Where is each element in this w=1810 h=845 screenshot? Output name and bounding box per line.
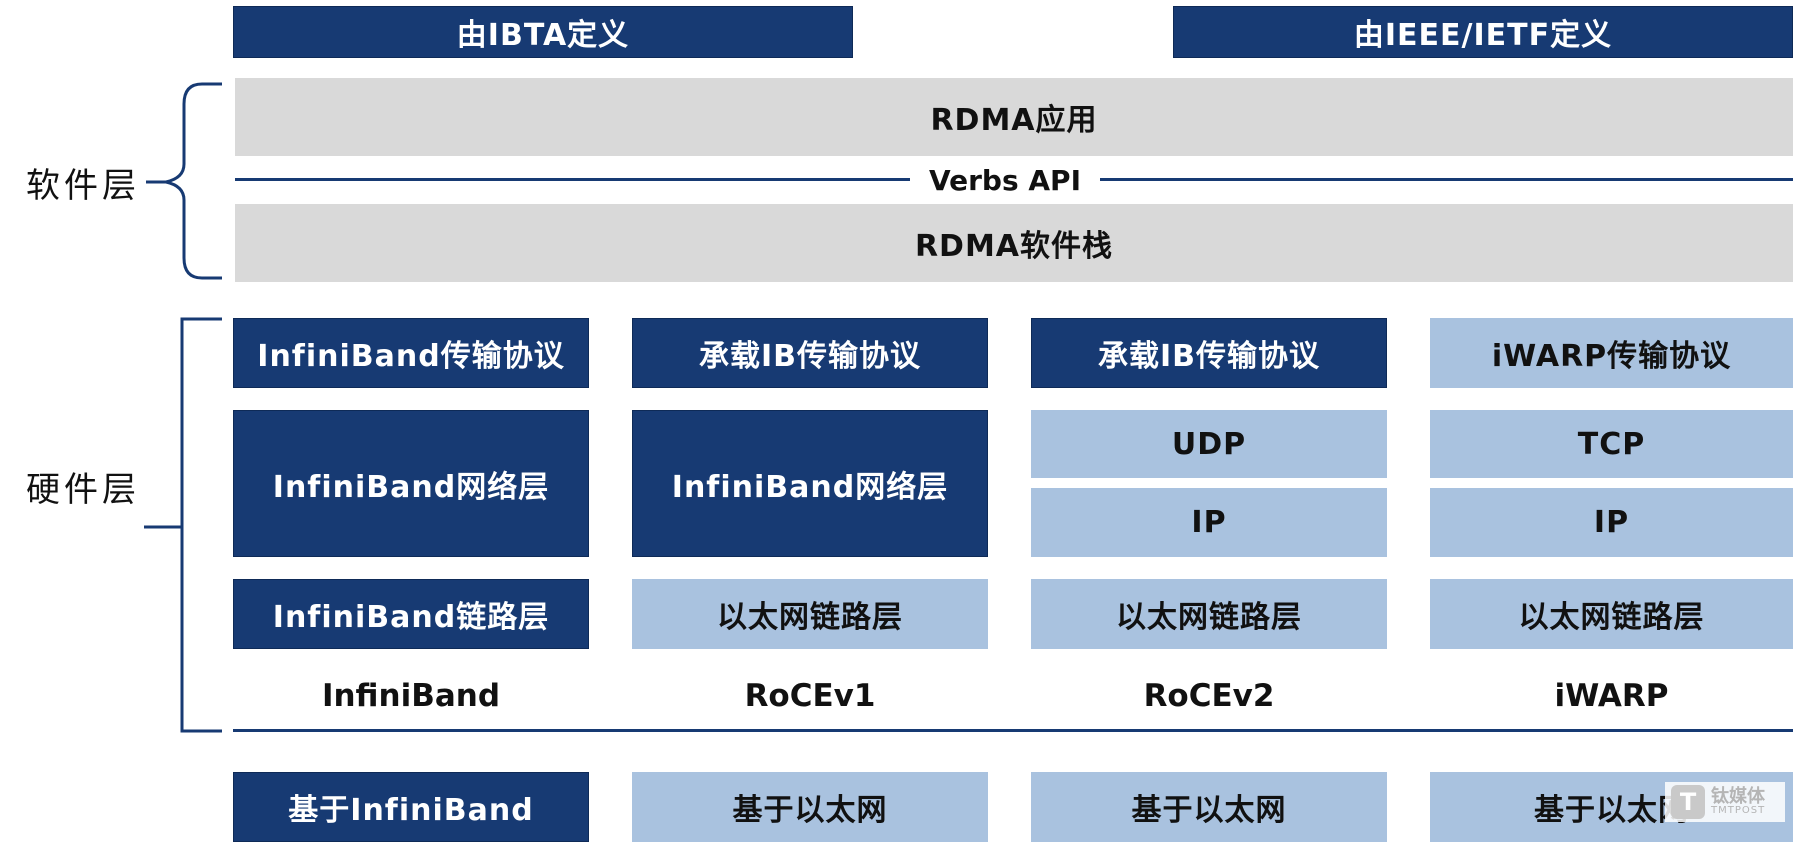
rocev1-transport-label: 承载IB传输协议: [698, 339, 922, 374]
verbs-api-label: Verbs API: [928, 163, 1081, 197]
ieee-ietf-defined-label: 由IEEE/IETF定义: [1353, 18, 1613, 53]
rocev1-base-label: 基于以太网: [732, 793, 888, 828]
software-bracket-icon: [146, 82, 222, 280]
infiniband-transport-label: InfiniBand传输协议: [257, 339, 565, 374]
tmtpost-logo-icon: T: [1671, 785, 1705, 819]
iwarp-link-label: 以太网链路层: [1518, 600, 1705, 635]
rocev2-base-box: 基于以太网: [1031, 772, 1387, 842]
infiniband-link-box: InfiniBand链路层: [233, 579, 589, 649]
rocev1-name: RoCEv1: [744, 678, 876, 714]
iwarp-ip-box: IP: [1430, 488, 1793, 557]
infiniband-base-box: 基于InfiniBand: [233, 772, 589, 842]
iwarp-tcp-label: TCP: [1577, 426, 1646, 462]
iwarp-link-box: 以太网链路层: [1430, 579, 1793, 649]
rocev2-link-box: 以太网链路层: [1031, 579, 1387, 649]
verbs-api-line-right: [1100, 178, 1793, 181]
rocev2-ip-box: IP: [1031, 488, 1387, 557]
rocev1-link-label: 以太网链路层: [717, 600, 903, 635]
hardware-divider-line: [233, 729, 1793, 732]
iwarp-name: iWARP: [1554, 678, 1669, 714]
watermark-en-text: TMTPOST: [1711, 805, 1766, 816]
rdma-application-box: RDMA应用: [235, 78, 1793, 156]
iwarp-transport-box: iWARP传输协议: [1430, 318, 1793, 388]
rdma-software-stack-label: RDMA软件栈: [914, 229, 1114, 264]
rocev2-link-label: 以太网链路层: [1116, 600, 1302, 635]
infiniband-transport-box: InfiniBand传输协议: [233, 318, 589, 388]
infiniband-link-label: InfiniBand链路层: [272, 600, 550, 635]
iwarp-tcp-box: TCP: [1430, 410, 1793, 478]
ibta-defined-label: 由IBTA定义: [456, 18, 630, 53]
infiniband-name: InfiniBand: [321, 678, 501, 714]
rocev1-network-label: InfiniBand网络层: [671, 469, 949, 505]
hardware-bracket-icon: [144, 317, 222, 733]
verbs-api-line-left: [235, 178, 910, 181]
software-layer-label: 软件层: [26, 166, 140, 206]
tmtpost-watermark: T 钛媒体 TMTPOST: [1665, 782, 1785, 822]
infiniband-network-label: InfiniBand网络层: [272, 469, 550, 505]
iwarp-ip-label: IP: [1593, 505, 1630, 540]
infiniband-network-box: InfiniBand网络层: [233, 410, 589, 557]
rdma-application-label: RDMA应用: [930, 103, 1098, 138]
ieee-ietf-defined-header: 由IEEE/IETF定义: [1173, 6, 1793, 58]
rocev2-transport-box: 承载IB传输协议: [1031, 318, 1387, 388]
rocev2-name: RoCEv2: [1143, 678, 1275, 714]
rocev1-link-box: 以太网链路层: [632, 579, 988, 649]
rdma-software-stack-box: RDMA软件栈: [235, 204, 1793, 282]
iwarp-transport-label: iWARP传输协议: [1491, 339, 1732, 374]
rocev2-ip-label: IP: [1191, 505, 1227, 540]
infiniband-base-label: 基于InfiniBand: [288, 793, 534, 828]
watermark-cn-text: 钛媒体: [1711, 786, 1765, 807]
iwarp-base-label: 基于以太网: [1534, 793, 1689, 828]
hardware-layer-label: 硬件层: [26, 470, 140, 510]
rocev2-transport-label: 承载IB传输协议: [1097, 339, 1321, 374]
rocev1-transport-box: 承载IB传输协议: [632, 318, 988, 388]
rocev2-base-label: 基于以太网: [1131, 793, 1287, 828]
rocev1-base-box: 基于以太网: [632, 772, 988, 842]
rocev1-network-box: InfiniBand网络层: [632, 410, 988, 557]
ibta-defined-header: 由IBTA定义: [233, 6, 853, 58]
rocev2-udp-label: UDP: [1171, 426, 1247, 462]
rocev2-udp-box: UDP: [1031, 410, 1387, 478]
